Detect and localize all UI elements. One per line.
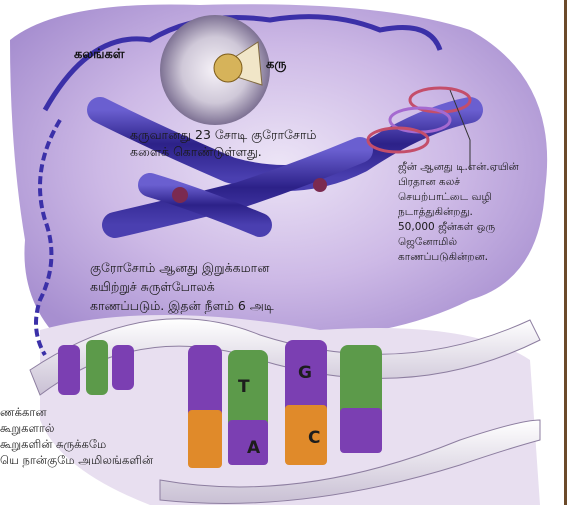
base-c-label: C <box>308 428 320 448</box>
base-t-label: T <box>238 377 250 397</box>
cell-label: கலங்கள் <box>74 46 125 63</box>
nucleus-caption-line: கருவானது 23 சோடி குரோசோம் <box>130 126 316 143</box>
left-caption: ணக்கான கூறுகளால் கூறுகளின் சுருக்கமே யெ … <box>0 404 153 468</box>
gene-caption-line: 50,000 ஜீன்கள் ஒரு <box>398 220 519 235</box>
gene-caption-line: ஜீன் ஆனது டி.என்.ஏயின் <box>398 160 519 175</box>
gene-caption-line: செயற்பாட்டை வழி <box>398 190 519 205</box>
left-caption-line: கூறுகளின் சுருக்கமே <box>0 436 153 452</box>
chromosome-caption-line: கயிற்றுச் சுருள்போலக் <box>90 277 274 296</box>
nucleus-caption-line: களைக் கொண்டுள்ளது. <box>130 143 316 160</box>
nucleus-label: கரு <box>266 56 286 73</box>
base-a-label: A <box>247 438 260 458</box>
nucleus-caption: கருவானது 23 சோடி குரோசோம் களைக் கொண்டுள்… <box>130 126 316 160</box>
left-caption-line: யெ நான்குமே அமிலங்களின் <box>0 452 153 468</box>
gene-caption-line: காணப்படுகின்றன. <box>398 250 519 265</box>
left-caption-line: கூறுகளால் <box>0 420 153 436</box>
gene-caption-line: நடாத்துகின்றது. <box>398 205 519 220</box>
base-g-label: G <box>298 363 312 383</box>
left-caption-line: ணக்கான <box>0 404 153 420</box>
chromosome-caption: குரோசோம் ஆனது இறுக்கமான கயிற்றுச் சுருள்… <box>90 258 274 315</box>
gene-caption-line: பிரதான கலச் <box>398 175 519 190</box>
gene-caption-line: ஜெனோமில் <box>398 235 519 250</box>
chromosome-caption-line: குரோசோம் ஆனது இறுக்கமான <box>90 258 274 277</box>
gene-caption: ஜீன் ஆனது டி.என்.ஏயின் பிரதான கலச் செயற்… <box>398 160 519 265</box>
nucleus <box>160 15 270 125</box>
chromosome-caption-line: காணப்படும். இதன் நீளம் 6 அடி <box>90 296 274 315</box>
